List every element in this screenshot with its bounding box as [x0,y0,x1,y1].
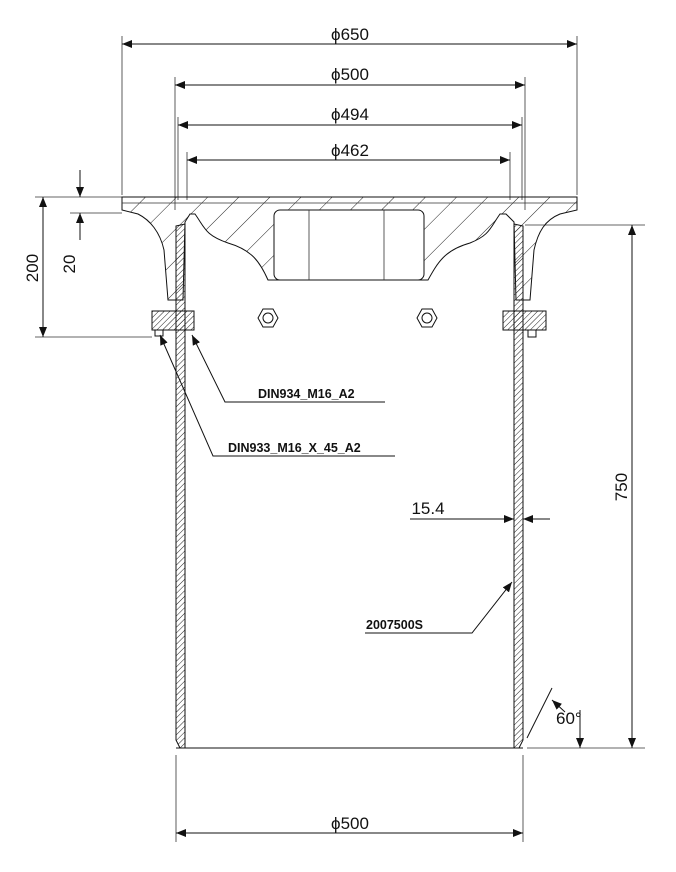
flange [121,196,578,301]
dim-15-4: 15.4 [411,499,444,518]
label-pipe: 2007500S [366,618,423,632]
nut-left [257,308,279,328]
pipe [175,223,524,749]
dimension-lines [39,40,636,837]
dim-20: 20 [60,255,79,274]
dim-200: 200 [23,254,42,282]
dim-phi494: ϕ494 [331,105,369,124]
leader-lines [159,334,513,634]
nut-right [416,308,438,328]
dim-750: 750 [612,473,631,501]
bolt-left [151,310,195,337]
dim-phi500-top: ϕ500 [331,65,369,84]
label-nut: DIN934_M16_A2 [258,387,355,401]
dim-phi462: ϕ462 [331,141,369,160]
dim-60deg: 60° [556,709,582,728]
outlet-opening [273,209,425,281]
dim-phi650: ϕ650 [331,25,369,44]
dim-phi500-bottom: ϕ500 [331,814,369,833]
label-bolt: DIN933_M16_X_45_A2 [228,441,361,455]
bolt-right [502,310,547,338]
